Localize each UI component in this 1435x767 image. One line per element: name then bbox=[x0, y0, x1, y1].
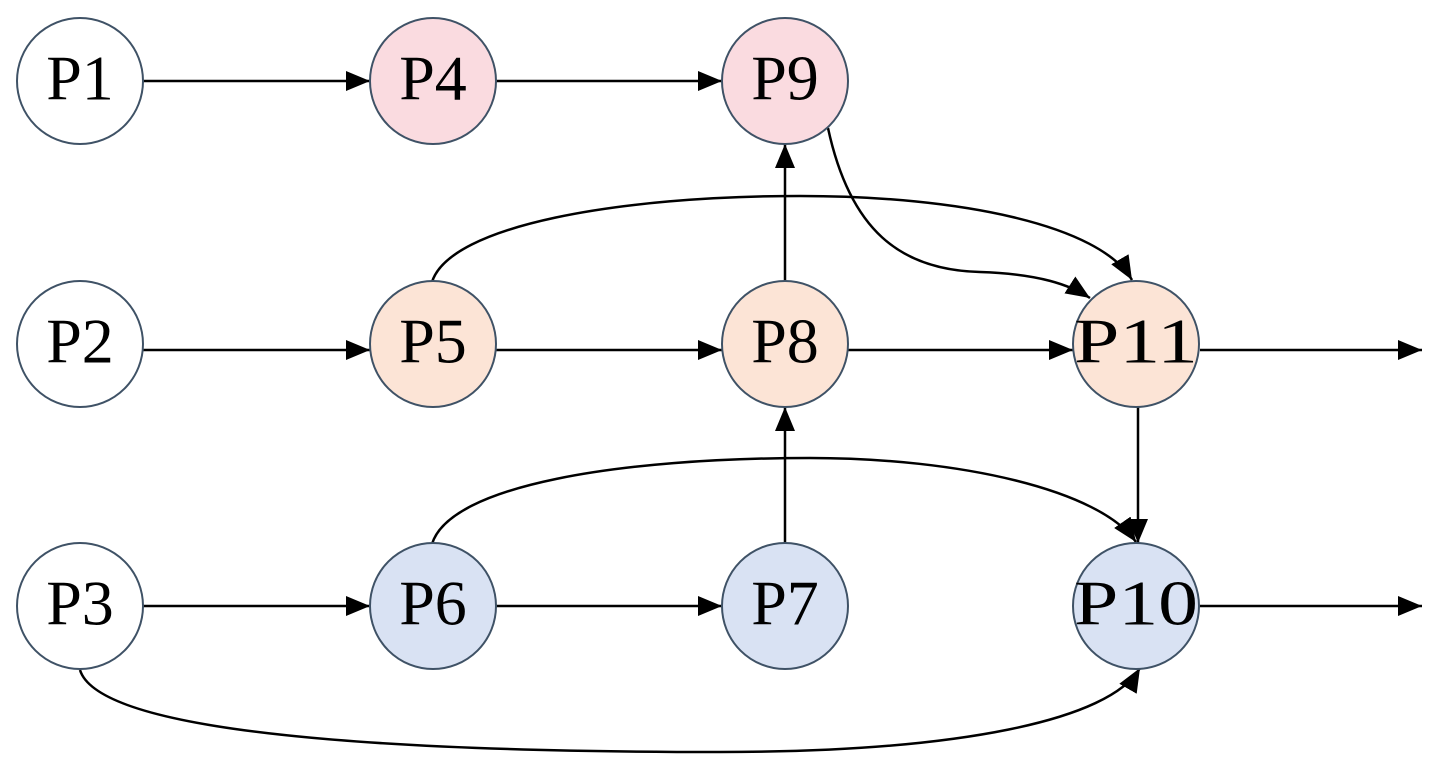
node-p9: P9 bbox=[721, 17, 849, 145]
node-p2: P2 bbox=[16, 280, 144, 408]
node-p1-circle bbox=[16, 17, 144, 145]
node-p7-label: P7 bbox=[751, 568, 819, 639]
node-p5: P5 bbox=[369, 280, 497, 408]
node-p11: P11 bbox=[1072, 280, 1200, 408]
node-p10: P10 bbox=[1072, 542, 1200, 670]
node-p11-label: P11 bbox=[1074, 306, 1198, 377]
node-p1-label: P1 bbox=[46, 43, 114, 114]
edge-p6-to-p10 bbox=[430, 456, 1138, 545]
node-p5-label: P5 bbox=[399, 306, 467, 377]
node-p4-label: P4 bbox=[399, 43, 467, 114]
node-p6: P6 bbox=[369, 542, 497, 670]
node-p3: P3 bbox=[16, 542, 144, 670]
node-p8-label: P8 bbox=[751, 306, 819, 377]
node-p8-circle bbox=[721, 280, 849, 408]
node-p4-circle bbox=[369, 17, 497, 145]
node-p6-label: P6 bbox=[399, 568, 467, 639]
node-p11-circle bbox=[1072, 280, 1200, 408]
edge-p9-to-p11 bbox=[826, 127, 1091, 300]
node-p10-circle bbox=[1072, 542, 1200, 670]
node-p5-circle bbox=[369, 280, 497, 408]
node-p4: P4 bbox=[369, 17, 497, 145]
node-p9-label: P9 bbox=[751, 43, 819, 114]
node-p1: P1 bbox=[16, 17, 144, 145]
edges-layer bbox=[78, 71, 1422, 754]
node-p7-circle bbox=[721, 542, 849, 670]
edge-p5-to-p11 bbox=[430, 194, 1134, 283]
node-p9-circle bbox=[721, 17, 849, 145]
node-p6-circle bbox=[369, 542, 497, 670]
node-p2-label: P2 bbox=[46, 306, 114, 377]
node-p3-circle bbox=[16, 542, 144, 670]
node-p2-circle bbox=[16, 280, 144, 408]
node-p10-label: P10 bbox=[1074, 568, 1198, 639]
node-p7: P7 bbox=[721, 542, 849, 670]
node-p3-label: P3 bbox=[46, 568, 114, 639]
node-p8: P8 bbox=[721, 280, 849, 408]
edge-p3-to-p10 bbox=[78, 667, 1142, 754]
